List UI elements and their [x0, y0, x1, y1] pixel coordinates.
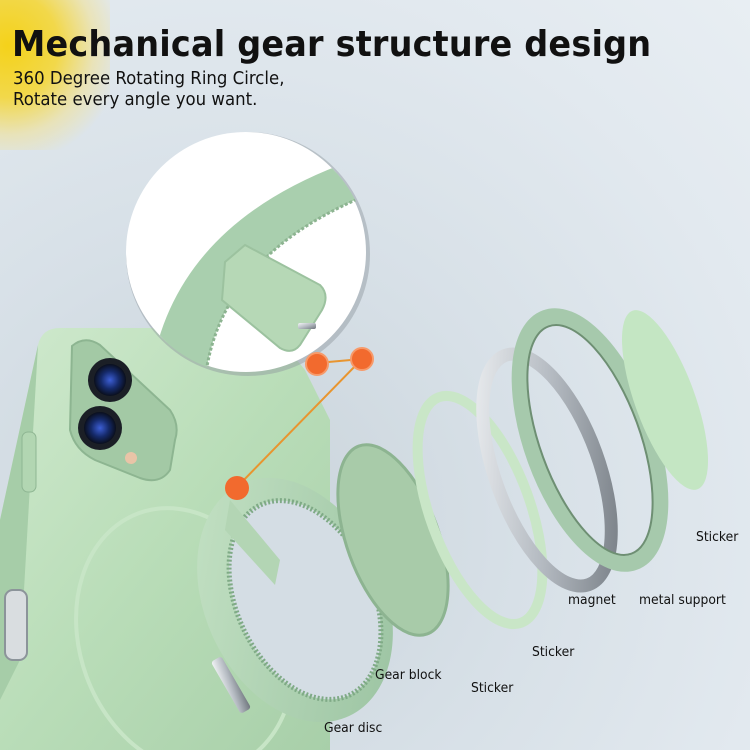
label-gear-block: Gear block	[375, 668, 442, 683]
magnet-ring	[476, 347, 618, 593]
callout-dot-ring	[225, 476, 249, 500]
label-magnet: magnet	[568, 593, 616, 608]
subtitle-line-2: Rotate every angle you want.	[13, 89, 258, 110]
label-metal-support: metal support	[639, 593, 726, 608]
sticker-ring	[412, 390, 548, 630]
callout-dot-inset	[305, 352, 329, 376]
callout-connector	[225, 347, 374, 500]
detail-inset	[126, 132, 370, 376]
label-sticker-middle: Sticker	[532, 645, 575, 660]
page-title: Mechanical gear structure design	[12, 24, 652, 65]
label-gear-disc: Gear disc	[324, 721, 383, 736]
subtitle: 360 Degree Rotating Ring Circle, Rotate …	[13, 68, 284, 110]
label-sticker-left: Sticker	[471, 681, 514, 696]
sticker-disc	[621, 310, 709, 490]
flower-decoration	[0, 0, 110, 150]
callout-dot-junction	[350, 347, 374, 371]
subtitle-line-1: 360 Degree Rotating Ring Circle,	[13, 68, 285, 89]
label-sticker-right: Sticker	[696, 530, 739, 545]
